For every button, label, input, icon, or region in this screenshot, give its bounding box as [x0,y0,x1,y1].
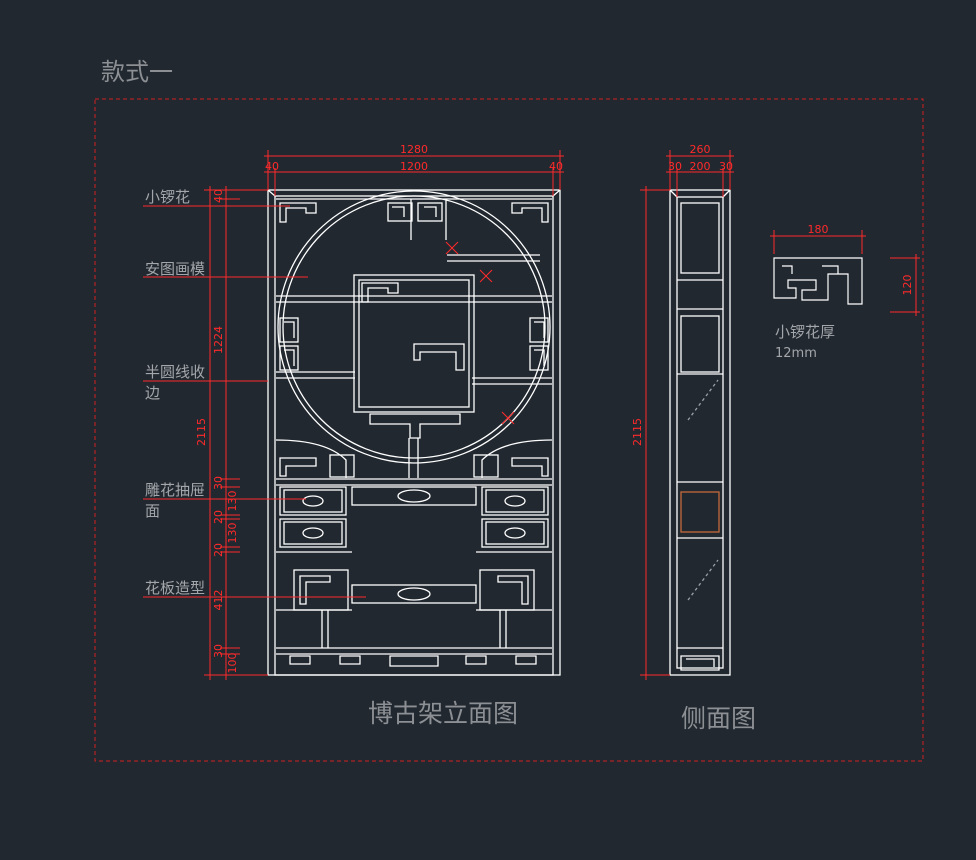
side-elevation [669,189,731,676]
dim-front-overall-height: 2115 [195,418,208,446]
dim-front-inner-width: 1200 [400,160,428,173]
callout-carved-drawer-2: 面 [145,502,161,520]
dim-ornament-height: 120 [901,275,914,296]
dim-ornament-width: 180 [808,223,829,236]
dim-side-height: 2115 [631,418,644,446]
dim-front-v-top: 40 [212,189,225,203]
dim-front-side-left: 40 [265,160,279,173]
dim-front-v-d5: 20 [212,543,225,557]
callout-picture-panel: 安图画模 [145,260,206,278]
caption-front: 博古架立面图 [368,699,519,728]
dim-front-overall-width: 1280 [400,143,428,156]
frame-border [94,98,924,762]
dim-front-side-right: 40 [549,160,563,173]
callout-half-circle-line-2: 边 [145,384,161,402]
dim-front-v-base2: 100 [226,653,239,674]
dim-front-v-d3: 20 [212,510,225,524]
dimension-labels: 1280 1200 40 40 2115 40 1224 30 130 20 1… [195,143,914,674]
picture-panel [353,274,475,413]
front-elevation [267,189,561,676]
dim-front-v-upper: 1224 [212,326,225,354]
caption-side: 侧面图 [681,704,757,733]
dim-side-left: 30 [668,160,682,173]
moon-circle [277,190,551,464]
ornament-detail [773,257,863,305]
ornament-note-line2: 12mm [775,346,817,361]
ornament-note-line1: 小锣花厚 [775,323,836,341]
dim-side-right: 30 [719,160,733,173]
callout-small-ornament: 小锣花 [145,188,191,206]
dim-front-v-d1: 30 [212,476,225,490]
dim-front-v-lower: 412 [212,590,225,611]
dim-front-v-base1: 30 [212,644,225,658]
callout-carved-drawer-1: 雕花抽屉 [145,481,206,499]
dim-side-overall-depth: 260 [690,143,711,156]
callout-half-circle-line-1: 半圆线收 [145,363,206,381]
page-title: 款式一 [101,58,173,86]
callout-flower-panel: 花板造型 [145,579,206,597]
dim-front-v-d2: 130 [226,491,239,512]
dimensions [143,150,920,680]
dim-front-v-d4: 130 [226,523,239,544]
dim-side-inner-depth: 200 [690,160,711,173]
